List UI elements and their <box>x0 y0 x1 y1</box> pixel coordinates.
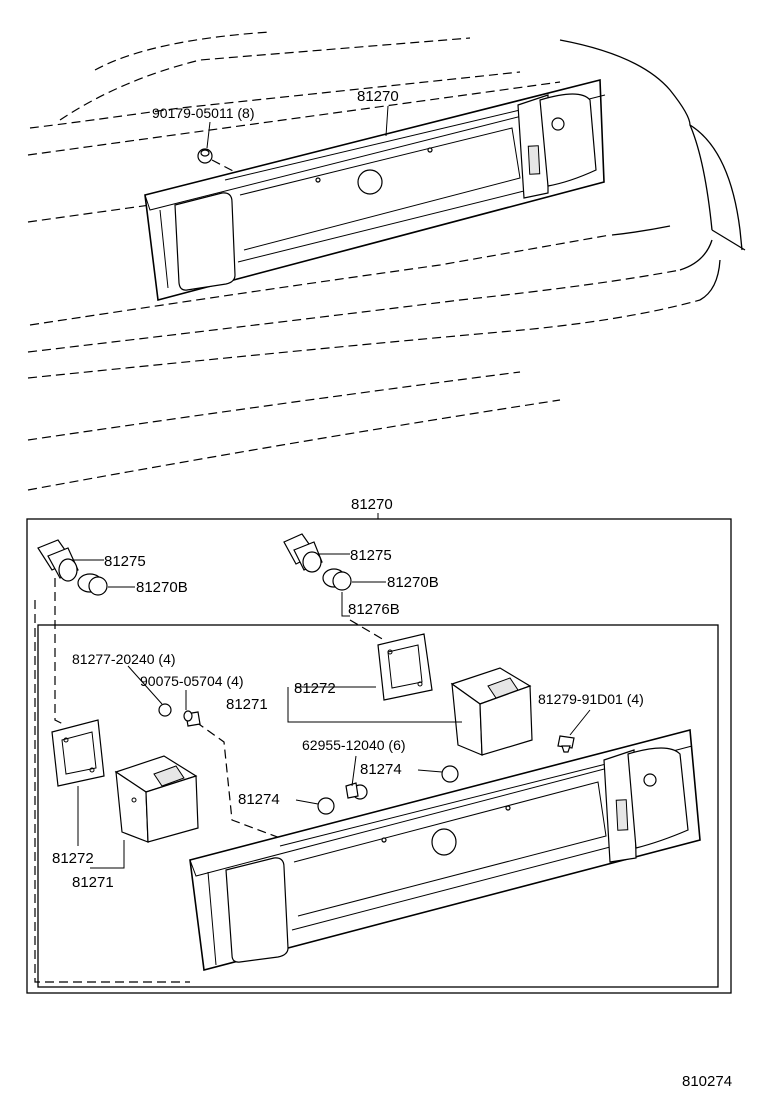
leader-housing-bracket <box>287 687 462 723</box>
label-clip-c: 62955-12040 (6) <box>302 737 406 753</box>
leader-top-garnish <box>385 105 389 137</box>
cushion-left <box>317 797 335 815</box>
clip-right <box>557 735 575 753</box>
assembly-line-screw <box>195 721 281 839</box>
lens-left <box>51 719 105 787</box>
label-socket-b: 81275 <box>350 547 392 564</box>
license-garnish-top <box>144 78 606 302</box>
license-garnish-bottom <box>189 728 701 972</box>
socket-right <box>283 533 323 573</box>
outer-frame <box>26 518 732 994</box>
label-lens-b: 81272 <box>294 680 336 697</box>
label-bulb-b: 81270B <box>387 574 439 591</box>
bulb-left <box>77 573 108 596</box>
leader-cushion-b <box>295 799 319 805</box>
label-cushion-a: 81274 <box>360 761 402 778</box>
label-top-garnish: 81270 <box>357 88 399 105</box>
clip-top <box>197 148 236 173</box>
figure-number: 810274 <box>682 1073 732 1090</box>
clip-center <box>345 782 368 800</box>
lens-right <box>377 633 433 701</box>
cushion-right <box>441 765 459 783</box>
leader-clip-c <box>351 755 357 787</box>
label-lens-a: 81272 <box>52 850 94 867</box>
label-clip-b: 81279-91D01 (4) <box>538 691 644 707</box>
housing-left <box>114 755 199 843</box>
label-housing-b: 81271 <box>226 696 268 713</box>
nut-left <box>183 710 201 727</box>
leader-top-clip <box>206 121 211 149</box>
vehicle-body-outline <box>27 31 746 491</box>
assembly-line-right <box>349 619 385 641</box>
leader-cushion-a <box>417 769 443 773</box>
label-bulb-a: 81270B <box>136 579 188 596</box>
label-screw-a: 81277-20240 (4) <box>72 651 176 667</box>
label-box-title: 81270 <box>351 496 393 513</box>
assembly-line-bottom-left <box>34 600 190 983</box>
bulb-right <box>322 568 352 591</box>
label-top-clip: 90179-05011 (8) <box>152 105 254 121</box>
inner-frame <box>37 624 719 988</box>
label-socket-a: 81275 <box>104 553 146 570</box>
leader-clip-b <box>569 709 591 736</box>
leader-housing-a <box>90 840 125 869</box>
label-housing-a: 81271 <box>72 874 114 891</box>
label-cushion-b: 81274 <box>238 791 280 808</box>
assembly-line-left <box>54 578 66 726</box>
leader-screw-a <box>127 665 163 705</box>
washer-left <box>158 703 172 717</box>
label-lamp-assy-b: 81276B <box>348 601 400 618</box>
leader-lamp-assy-b <box>341 592 350 617</box>
housing-right <box>450 667 533 756</box>
label-nut-a: 90075-05704 (4) <box>140 673 244 689</box>
